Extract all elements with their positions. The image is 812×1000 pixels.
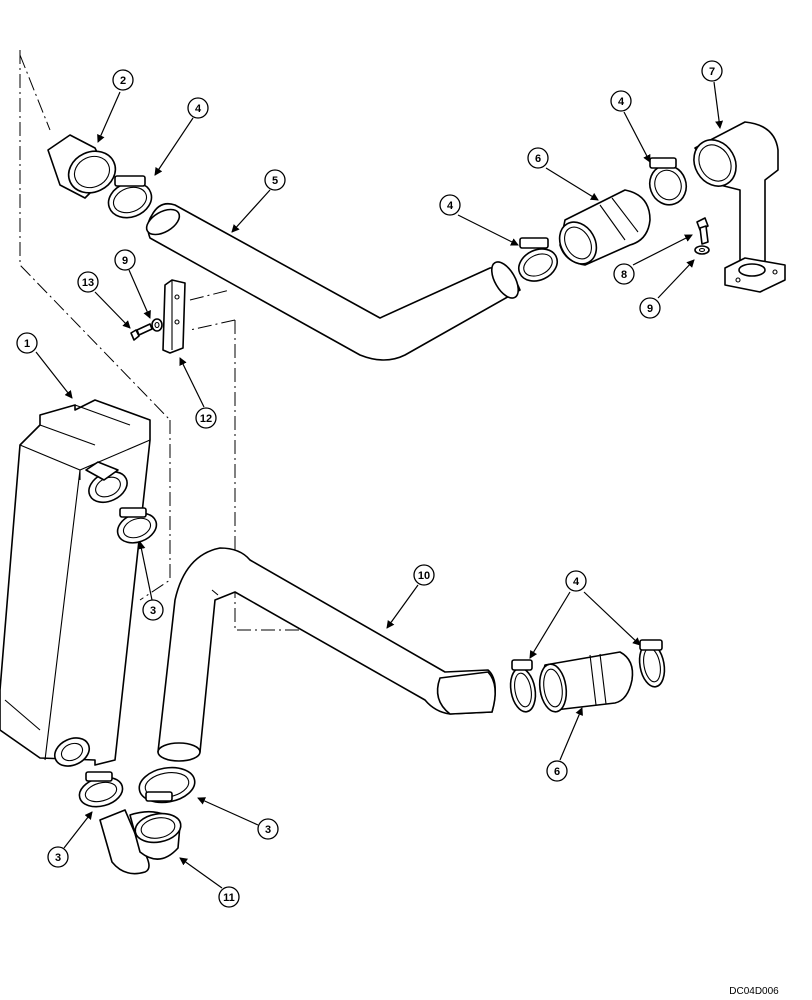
callout-3-b: 3	[47, 846, 69, 868]
svg-text:5: 5	[272, 175, 278, 187]
svg-text:4: 4	[195, 103, 202, 115]
clamp-part-4-b	[517, 237, 559, 282]
svg-text:3: 3	[265, 824, 271, 836]
clamp-part-4-a	[107, 175, 153, 219]
callout-4-b: 4	[439, 194, 461, 216]
svg-text:6: 6	[554, 766, 560, 778]
svg-text:4: 4	[573, 576, 580, 588]
callout-2: 2	[112, 69, 134, 91]
callout-3-a: 3	[142, 599, 164, 621]
svg-text:12: 12	[200, 413, 212, 425]
washer-part-9-right	[694, 245, 710, 255]
clamp-part-3-c	[138, 766, 196, 804]
coupler-hose-part-6-upper	[558, 189, 651, 266]
callout-9-b: 9	[639, 297, 661, 319]
upper-tube-part-5	[145, 202, 521, 361]
callout-6-b: 6	[546, 760, 568, 782]
callout-6-a: 6	[527, 147, 549, 169]
callout-4-c: 4	[610, 90, 632, 112]
clamp-part-3-b	[78, 771, 124, 808]
callout-3-c: 3	[257, 818, 279, 840]
callout-4-a: 4	[187, 97, 209, 119]
svg-text:13: 13	[82, 277, 94, 289]
washer-part-9-left	[151, 318, 163, 332]
svg-text:9: 9	[122, 255, 128, 267]
callout-12: 12	[195, 407, 217, 429]
svg-text:2: 2	[120, 75, 126, 87]
svg-text:11: 11	[223, 892, 235, 904]
bracket-part-12	[162, 279, 186, 354]
svg-text:3: 3	[150, 605, 156, 617]
clamp-part-4-c	[648, 157, 688, 206]
svg-text:4: 4	[447, 200, 454, 212]
clamp-part-4-d	[509, 659, 537, 713]
elbow-part-2	[47, 134, 117, 199]
coupler-hose-part-6-lower	[538, 651, 634, 713]
svg-text:3: 3	[55, 852, 61, 864]
callout-13: 13	[77, 271, 99, 293]
svg-text:9: 9	[647, 303, 653, 315]
callout-10: 10	[413, 564, 435, 586]
elbow-part-11	[99, 809, 182, 875]
callout-1: 1	[16, 332, 38, 354]
riser-elbow-part-7	[693, 121, 786, 293]
callout-11: 11	[218, 886, 240, 908]
lower-tube-part-10	[157, 547, 496, 762]
callout-7: 7	[701, 60, 723, 82]
svg-text:1: 1	[24, 338, 30, 350]
svg-text:4: 4	[618, 96, 625, 108]
callout-5: 5	[264, 169, 286, 191]
intercooler-part-1	[0, 399, 151, 767]
callout-4-d: 4	[565, 570, 587, 592]
bolt-part-13	[130, 323, 153, 341]
drawing-code: DC04D006	[729, 986, 779, 997]
leader-lines	[35, 81, 724, 889]
bolt-part-8	[696, 217, 709, 245]
svg-text:10: 10	[418, 570, 430, 582]
svg-text:7: 7	[709, 66, 715, 78]
svg-text:6: 6	[535, 153, 541, 165]
clamp-part-3-a	[116, 507, 158, 544]
callout-8: 8	[613, 263, 635, 285]
svg-text:8: 8	[621, 269, 627, 281]
callout-9-a: 9	[114, 249, 136, 271]
clamp-part-4-e	[638, 639, 666, 688]
